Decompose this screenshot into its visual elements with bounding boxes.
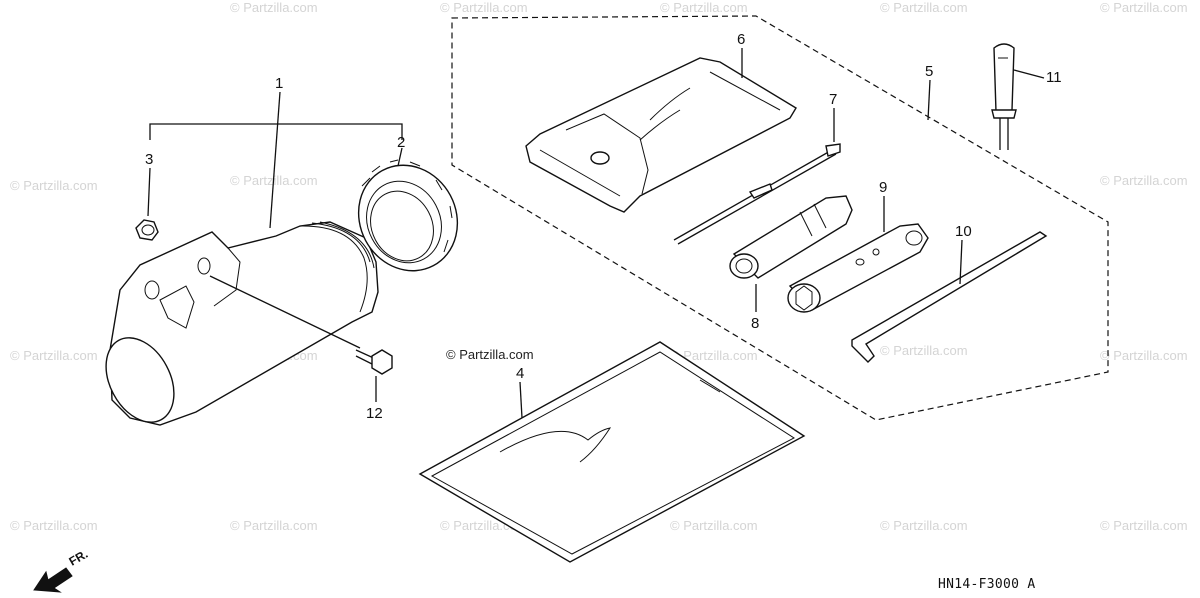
watermark: © Partzilla.com <box>660 0 748 15</box>
bolt <box>355 349 393 375</box>
cap <box>357 159 459 272</box>
watermark: © Partzilla.com <box>10 348 98 363</box>
callout-7: 7 <box>829 91 837 108</box>
manual-bag <box>418 341 806 563</box>
callout-8: 8 <box>751 315 759 332</box>
watermark: © Partzilla.com <box>10 518 98 533</box>
watermark: © Partzilla.com <box>670 348 758 363</box>
spark-plug-tool <box>991 43 1017 150</box>
callout-12: 12 <box>366 405 383 422</box>
watermark: © Partzilla.com <box>880 518 968 533</box>
watermark: © Partzilla.com <box>440 0 528 15</box>
diagram-code: HN14-F3000 A <box>938 577 1036 592</box>
leader-lines <box>147 48 1045 419</box>
watermark: © Partzilla.com <box>230 0 318 15</box>
callout-5: 5 <box>925 63 933 80</box>
callout-1: 1 <box>275 75 283 92</box>
tool-box-case <box>105 221 379 426</box>
watermark: © Partzilla.com <box>670 518 758 533</box>
screwdriver <box>673 143 841 245</box>
callout-9: 9 <box>879 179 887 196</box>
watermark: © Partzilla.com <box>1100 0 1188 15</box>
nut <box>135 219 159 241</box>
watermark: © Partzilla.com <box>880 0 968 15</box>
socket-wrench <box>729 195 853 279</box>
callout-10: 10 <box>955 223 972 240</box>
watermark: © Partzilla.com <box>1100 173 1188 188</box>
watermark: © Partzilla.com <box>230 518 318 533</box>
front-label: FR. <box>67 547 91 569</box>
watermark: © Partzilla.com <box>1100 518 1188 533</box>
front-arrow: FR. <box>33 547 91 593</box>
callout-6: 6 <box>737 31 745 48</box>
callout-labels: 1 2 3 4 5 6 7 8 9 10 11 12 <box>145 31 1062 422</box>
watermark: © Partzilla.com <box>10 178 98 193</box>
tool-kit-outline <box>451 15 1109 421</box>
callout-3: 3 <box>145 151 153 168</box>
tool-bag <box>525 57 797 213</box>
watermark: © Partzilla.com <box>880 343 968 358</box>
callout-2: 2 <box>397 134 405 151</box>
callout-11: 11 <box>1046 69 1062 86</box>
box-wrench <box>787 223 929 313</box>
watermark: © Partzilla.com <box>1100 348 1188 363</box>
callout-4: 4 <box>516 365 524 382</box>
watermark-center: © Partzilla.com <box>446 347 534 362</box>
hex-key <box>851 231 1048 363</box>
